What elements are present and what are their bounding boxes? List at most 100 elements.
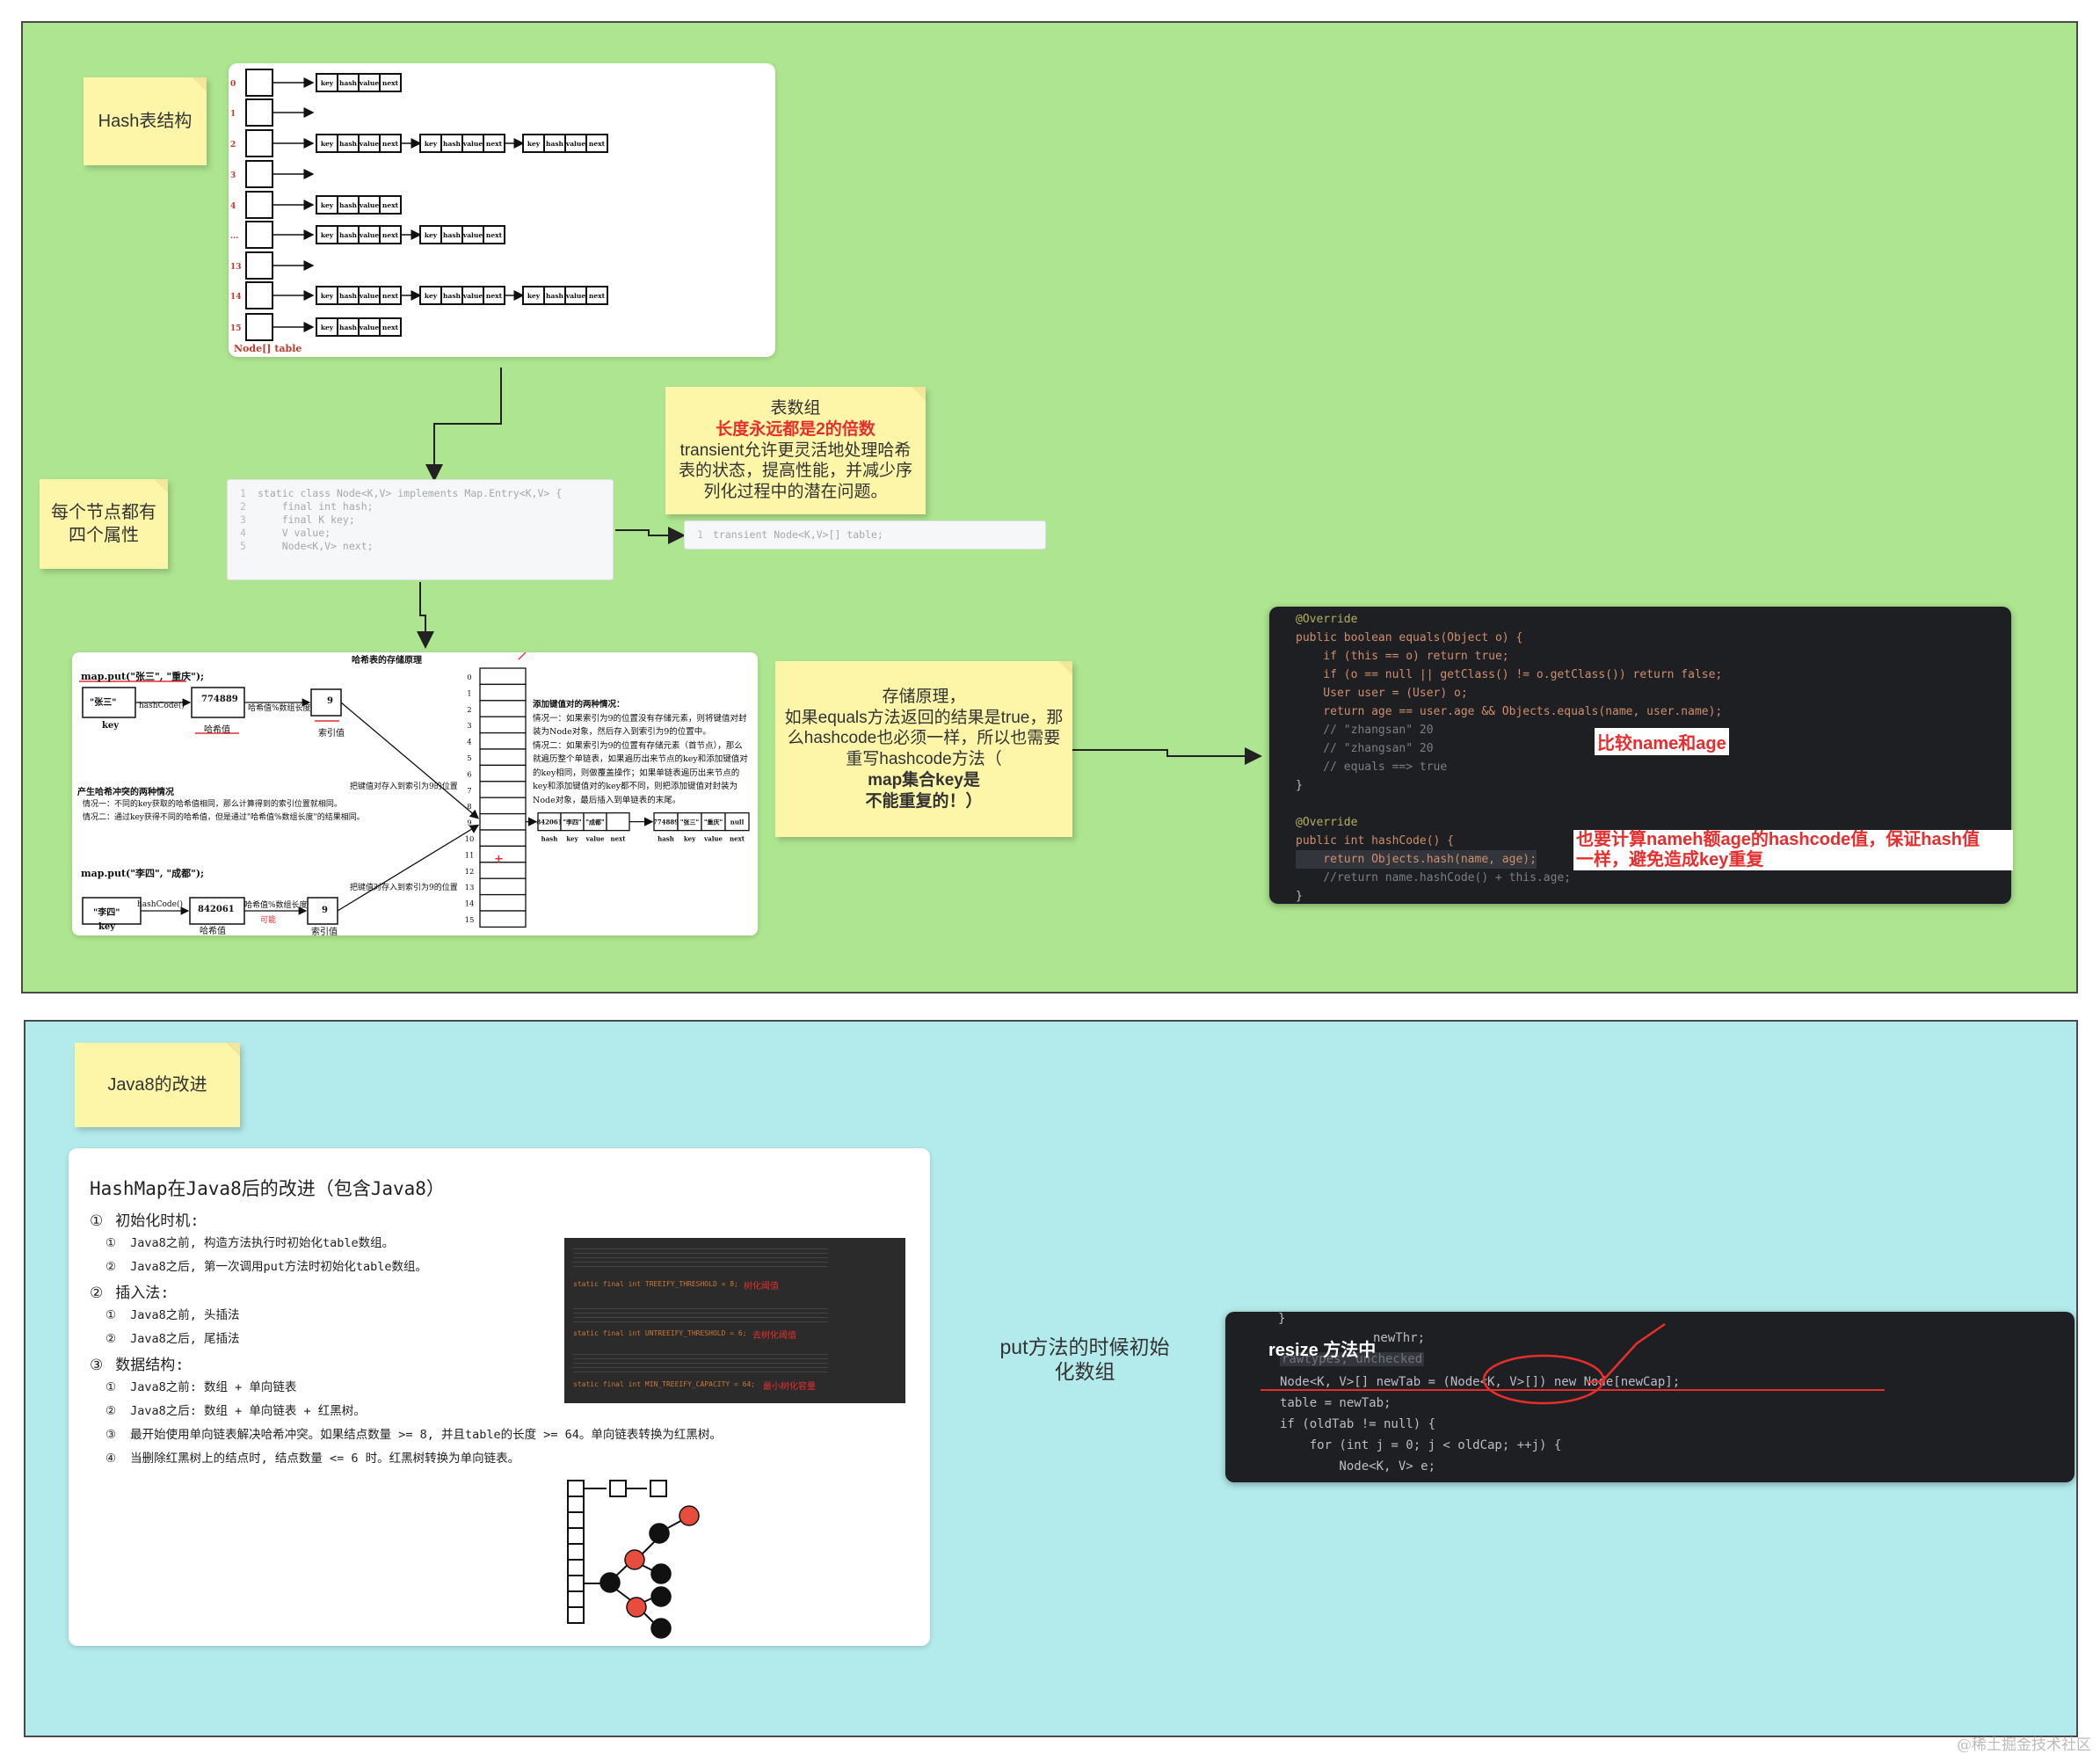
table-slot (245, 281, 273, 309)
java8-item-number: ② (105, 1332, 117, 1346)
key2-label: key (98, 922, 116, 932)
note-storage-line3: 么hashcode也必须一样，所以也需要 (787, 729, 1061, 748)
table-slot (245, 191, 273, 219)
chain-cell-label: value (565, 140, 586, 148)
resize-line-0: } (1278, 1312, 1286, 1326)
equals-code-line: } (1296, 890, 1303, 903)
put-node-label: next (611, 835, 627, 843)
chain-cell-label: next (382, 231, 399, 239)
node-code-lineno: 5 (240, 540, 246, 552)
put-array-index: 13 (465, 884, 475, 892)
rules-line-5: 的key相同，则做覆盖操作；如果单链表遍历出来节点的 (533, 768, 740, 778)
put-array-index: 3 (467, 722, 471, 731)
resize-line-6: for (int j = 0; j < oldCap; ++j) { (1280, 1438, 1562, 1452)
put-node-value: "张三" (680, 819, 699, 826)
rules-title: 添加键值对的两种情况： (533, 700, 625, 710)
snippet-comment-3 (573, 1350, 828, 1373)
note-node-props-line2: 四个属性 (69, 526, 139, 545)
resize-line-3: Node<K, V>[] newTab = (Node<K, V>[]) new… (1280, 1375, 1681, 1389)
key1-label: key (102, 721, 120, 731)
slot-index-label: 3 (230, 171, 236, 180)
equals-code-line: return age == user.age && Objects.equals… (1296, 705, 1723, 718)
chain-cell (483, 225, 505, 244)
java8-item-number: ① (105, 1308, 117, 1322)
chain-cell-label: value (565, 292, 586, 300)
chain-cell-label: key (321, 79, 334, 87)
java8-item-text: Java8之前: 数组 + 单向链表 (130, 1380, 297, 1394)
conflict-2: 情况二：通过key获得不同的哈希值，但是通过"哈希值%数组长度"的结果相同。 (83, 813, 365, 822)
chain-cell-label: hash (339, 140, 358, 148)
put-array-slot (479, 781, 527, 798)
java8-item-number: ① (105, 1236, 117, 1250)
equals-code-line: if (this == o) return true; (1296, 650, 1509, 663)
label-resize: resize 方法中 (1268, 1341, 1377, 1360)
put-array-slot (479, 893, 527, 912)
put-array-slot (479, 910, 527, 928)
threshold-snippet: static final int TREEIFY_THRESHOLD = 8; … (564, 1238, 905, 1403)
equals-code-line (1296, 795, 1722, 813)
note-node-props-line1: 每个节点都有 (51, 503, 156, 522)
put-node-label: key (566, 835, 578, 843)
put-array-index: 12 (465, 868, 475, 877)
java8-item-text: Java8之后: 数组 + 单向链表 + 红黑树。 (130, 1404, 366, 1418)
rb-tree-illustration (567, 1480, 700, 1639)
java8-item-number: ② (105, 1260, 117, 1274)
snippet-comment-2 (573, 1305, 828, 1322)
resize-line-4: table = newTab; (1280, 1396, 1392, 1410)
table-code-line: transient Node<K,V>[] table; (713, 528, 883, 541)
rules-line-2: 装为Node对象，然后存入到索引为9的位置中。 (533, 727, 711, 737)
equals-code-line: @Override (1296, 613, 1358, 626)
snippet-label-2: 去树化阈值 (752, 1331, 796, 1341)
equals-code-line: return Objects.hash(name, age); (1296, 850, 1537, 869)
rules-line-3: 情况二：如果索引为9的位置有存储元素（首节点），那么 (533, 740, 743, 751)
java8-item-text: Java8之前, 头插法 (130, 1308, 240, 1322)
note-put-line1: put方法的时候初始 (999, 1336, 1170, 1358)
put-array-index: 0 (467, 673, 471, 682)
resize-code: } newThr; rawtypes, unchecked Node<K, V>… (1225, 1312, 2075, 1482)
chain-cell-label: next (382, 79, 399, 87)
put-array-index: 7 (467, 787, 471, 796)
node-code-lineno: 4 (240, 527, 246, 539)
java8-list-item: ① Java8之前, 头插法 (105, 1305, 240, 1322)
java8-item-text: 当删除红黑树上的结点时, 结点数量 <= 6 时。红黑树转换为单向链表。 (130, 1452, 520, 1466)
put-array-slot (479, 667, 527, 686)
put-array-slot (479, 812, 527, 831)
equals-code-line: if (o == null || getClass() != o.getClas… (1296, 668, 1723, 681)
hash2-label: 哈希值 (200, 927, 226, 935)
connector-node-to-put (417, 582, 434, 649)
table-code-lineno: 1 (697, 528, 703, 541)
put-box (82, 687, 136, 718)
hash1-label: 哈希值 (204, 725, 230, 735)
put-node-label: value (585, 835, 605, 843)
node-code-lineno: 2 (240, 500, 246, 513)
chain-cell-label: next (589, 292, 606, 300)
chain-cell-label: value (359, 324, 380, 331)
put-array-slot (479, 731, 527, 750)
conflict-1: 情况一：不同的key获取的哈希值相同，那么计算得到的索引位置就相同。 (83, 800, 342, 809)
put-array-index: 2 (467, 706, 471, 715)
chain-cell-label: next (382, 292, 399, 300)
label-hashcode-line1: 也要计算nameh额age的hashcode值，保证hash值 (1576, 830, 1980, 849)
chain-cell-label: hash (339, 231, 358, 239)
mod-label-1: 哈希值%数组长度 (248, 704, 311, 713)
chain-cell (585, 286, 608, 305)
node-code-line: final K key; (258, 513, 355, 526)
slot-index-label: 13 (230, 263, 242, 272)
equals-code-line: public int hashCode() { (1296, 834, 1455, 848)
chain-cell-label: value (359, 140, 380, 148)
chain-cell-label: key (527, 292, 541, 300)
snippet-label-1: 树化阈值 (744, 1282, 779, 1292)
table-slot (245, 69, 273, 97)
equals-code-line: @Override (1296, 816, 1358, 829)
put-array-index: 1 (467, 689, 471, 698)
put1-code: map.put("张三", "重庆"); (81, 671, 205, 682)
chain-cell-label: next (486, 292, 503, 300)
